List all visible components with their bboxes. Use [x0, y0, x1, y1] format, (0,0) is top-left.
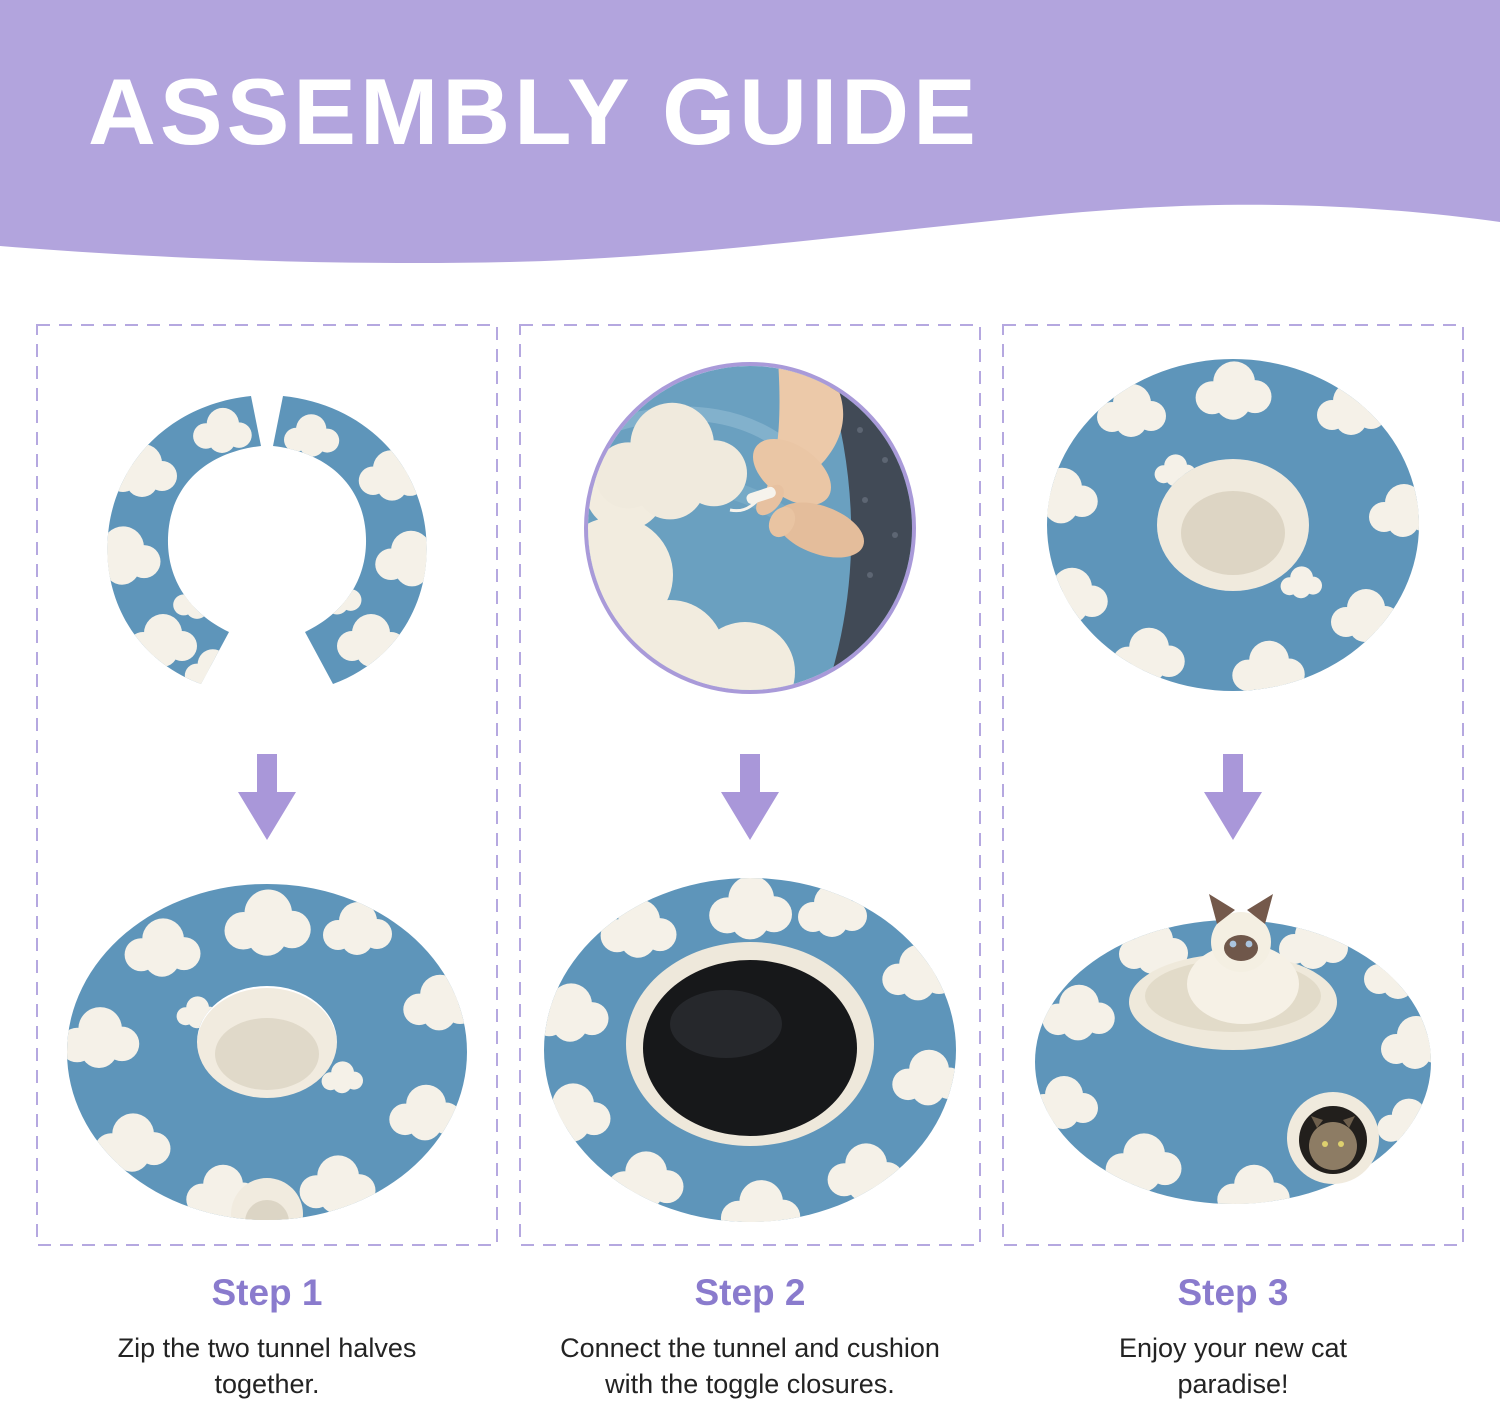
- step-1-panel: [36, 324, 498, 1246]
- step-3-panel: [1002, 324, 1464, 1246]
- step-2-caption: Step 2 Connect the tunnel and cushion wi…: [519, 1272, 981, 1403]
- step-1-caption: Step 1 Zip the two tunnel halves togethe…: [36, 1272, 498, 1403]
- toggle-closure-photo: [584, 362, 916, 694]
- left-tunnel-half: [107, 396, 261, 684]
- right-tunnel-half: [273, 396, 427, 684]
- down-arrow-icon: [721, 754, 779, 840]
- finished-cat-bed-illustration: [1035, 894, 1431, 1204]
- dark-mat: [825, 370, 912, 690]
- down-arrow-icon: [1204, 754, 1262, 840]
- tunnel-entrance-with-cat: [1287, 1092, 1379, 1184]
- tunnel-with-cushion-illustration: [544, 878, 956, 1222]
- step-label: Step 1: [211, 1272, 323, 1313]
- page-title: ASSEMBLY GUIDE: [88, 59, 980, 164]
- step-label: Step 2: [694, 1272, 806, 1313]
- down-arrow-icon: [238, 754, 296, 840]
- header-banner: [0, 0, 1500, 264]
- step-description: Enjoy your new cat paradise!: [1118, 1333, 1348, 1400]
- step-label: Step 3: [1177, 1272, 1289, 1313]
- dashed-border: [519, 324, 981, 1246]
- dashed-border: [36, 324, 498, 1246]
- step-2-panel: [519, 324, 981, 1246]
- cloud-pattern: [66, 889, 468, 1221]
- cat-figure: [1187, 894, 1299, 1024]
- step-3-caption: Step 3 Enjoy your new cat paradise!: [1002, 1272, 1464, 1403]
- step-description: Zip the two tunnel halves together.: [117, 1333, 417, 1400]
- assembled-tunnel-ring-illustration: [66, 883, 468, 1221]
- dashed-border: [1002, 324, 1464, 1246]
- toggle-closure: [746, 486, 776, 505]
- step-description: Connect the tunnel and cushion with the …: [560, 1333, 940, 1400]
- tunnel-halves-illustration: [107, 396, 427, 684]
- top-view-ring-illustration: [1047, 359, 1419, 691]
